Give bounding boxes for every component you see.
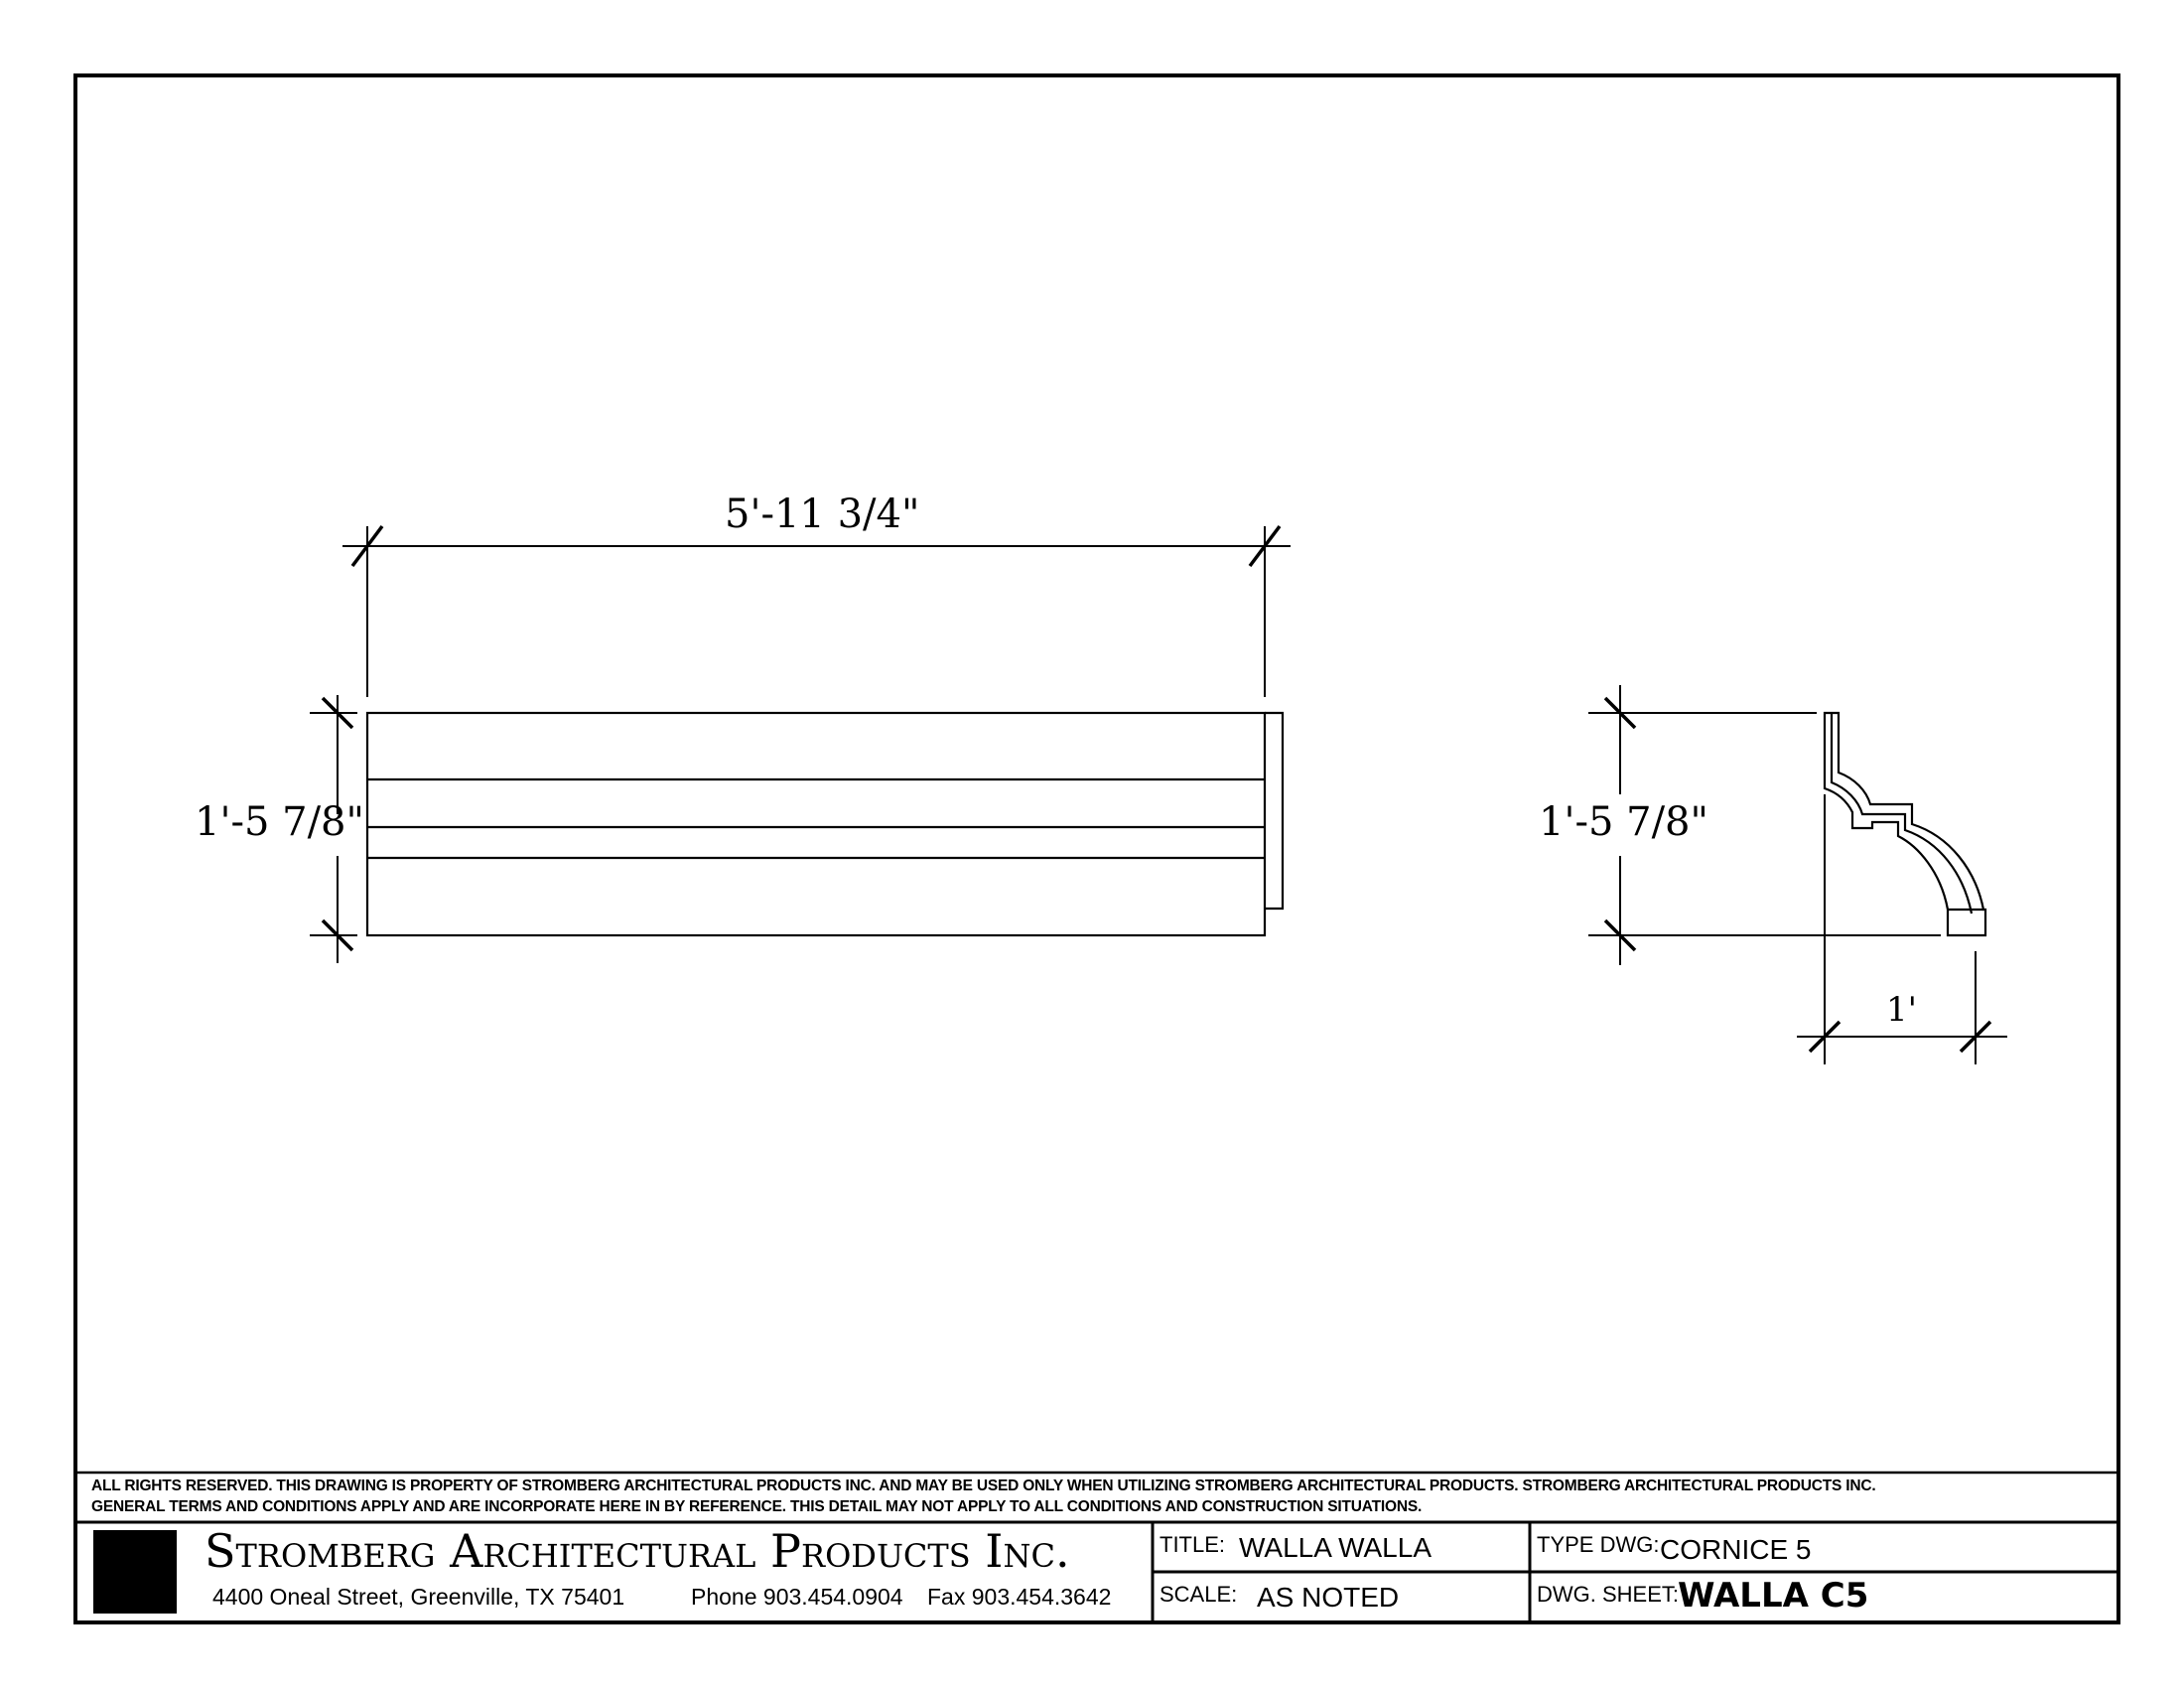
rights-notice-line: ALL RIGHTS RESERVED. THIS DRAWING IS PRO…: [91, 1477, 1876, 1494]
profile-height-label: 1'-5 7/8": [1539, 799, 1708, 845]
elevation-width-label: 5'-11 3/4": [725, 492, 920, 537]
dimension-tick: [350, 524, 384, 568]
rights-notice-line: GENERAL TERMS AND CONDITIONS APPLY AND A…: [91, 1498, 1423, 1515]
title-label: TITLE:: [1160, 1532, 1226, 1557]
company-phone: Phone 903.454.0904: [691, 1584, 903, 1610]
dwg-sheet-value: WALLA C5: [1678, 1576, 1869, 1616]
profile-projection-label: 1': [1886, 990, 1917, 1030]
company-name: Stromberg Architectural Products Inc.: [205, 1524, 1070, 1578]
company-logo-mark: [93, 1530, 177, 1614]
rights-notice: ALL RIGHTS RESERVED. THIS DRAWING IS PRO…: [91, 1476, 2107, 1517]
elevation-width-dimension: [342, 524, 1291, 697]
dimension-tick: [1603, 696, 1637, 730]
dwg-sheet-label: DWG. SHEET:: [1537, 1582, 1680, 1607]
dimension-tick: [1959, 1020, 1992, 1054]
dimension-tick: [1248, 524, 1282, 568]
elevation-height-label: 1'-5 7/8": [195, 799, 364, 845]
scale-value: AS NOTED: [1257, 1582, 1400, 1613]
profile-height-dimension: [1588, 685, 1941, 965]
company-address: 4400 Oneal Street, Greenville, TX 75401: [212, 1584, 625, 1610]
type-dwg-label: TYPE DWG:: [1537, 1532, 1660, 1557]
dimension-tick: [1603, 918, 1637, 952]
elevation-view: [365, 711, 1285, 937]
elevation-height-dimension: [310, 695, 357, 963]
scale-label: SCALE:: [1160, 1582, 1238, 1607]
type-dwg-value: CORNICE 5: [1660, 1534, 1812, 1565]
title-value: WALLA WALLA: [1239, 1532, 1433, 1563]
cornice-elevation-outline: [365, 711, 1267, 937]
title-block-grid: [73, 1471, 2120, 1624]
profile-section: [1823, 711, 1987, 937]
cornice-profile-outer: [1823, 711, 1987, 937]
profile-projection-dimension: [1797, 794, 2007, 1064]
dimension-tick: [1808, 1020, 1842, 1054]
dimension-tick: [321, 696, 354, 730]
dimension-tick: [321, 918, 354, 952]
elevation-return-end: [1265, 711, 1285, 911]
cornice-profile-inner-face: [1830, 713, 1974, 914]
title-block: Stromberg Architectural Products Inc. 44…: [73, 1520, 2120, 1624]
drawing-sheet-border: [73, 73, 2120, 1624]
company-fax: Fax 903.454.3642: [927, 1584, 1112, 1610]
